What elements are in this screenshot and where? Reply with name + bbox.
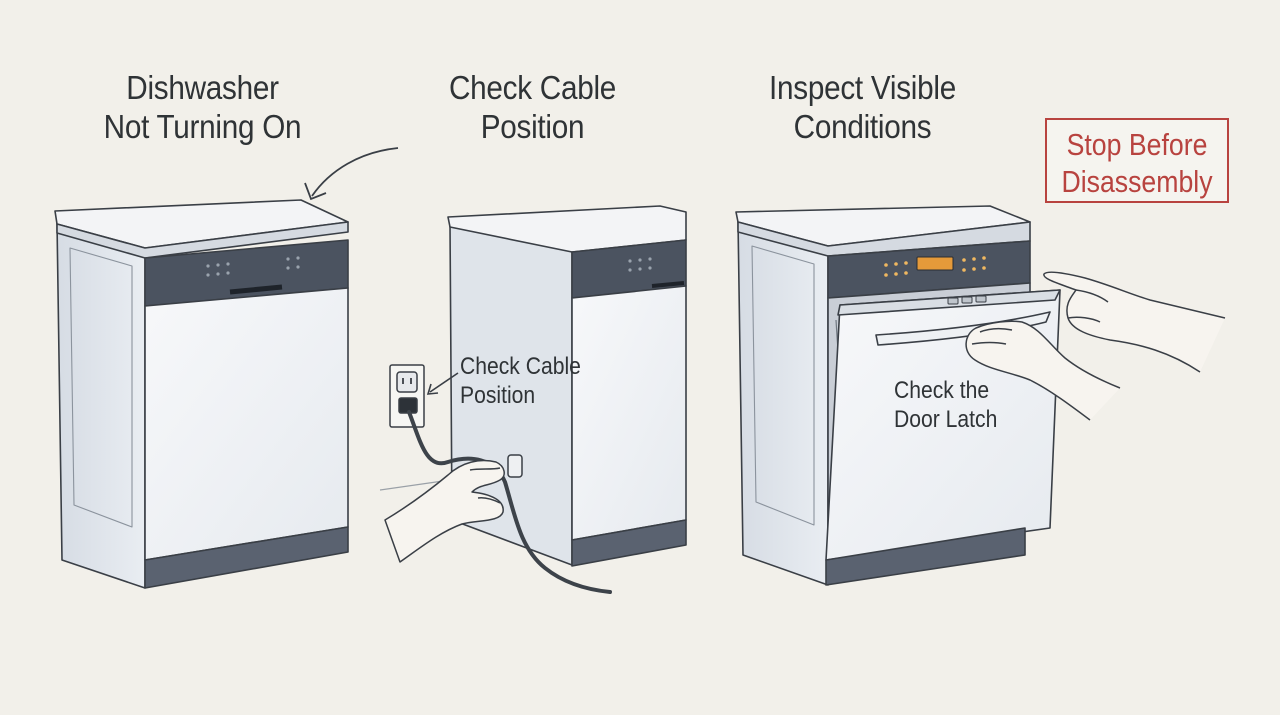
stop-warning-box: Stop Before Disassembly <box>1045 118 1229 203</box>
latch-callout-line1: Check the <box>894 377 990 404</box>
stop-warning-line1: Stop Before <box>1066 127 1208 162</box>
latch-callout-line2: Door Latch <box>894 406 998 433</box>
latch-callout: Check the Door Latch <box>894 376 997 434</box>
step1-heading-line2: Not Turning On <box>103 108 302 145</box>
hand-holding-cable <box>384 459 505 563</box>
kick-plate <box>571 519 687 567</box>
pointer-arrow <box>311 147 399 197</box>
side-panel-inset <box>751 245 815 526</box>
pointing-hand <box>1043 271 1226 373</box>
cable-callout-line2: Position <box>460 382 536 409</box>
dishwasher-door <box>144 287 349 561</box>
cable-arrow <box>429 372 459 393</box>
floor-line <box>379 479 451 491</box>
dishwasher-side-view <box>447 205 687 567</box>
step1-heading-line1: Dishwasher <box>126 69 279 106</box>
side-panel-inset <box>69 247 133 528</box>
power-cable <box>407 410 612 594</box>
digital-display <box>916 256 954 271</box>
dishwasher-door <box>571 285 687 541</box>
dishwasher-front-view <box>54 199 349 589</box>
step2-heading-line1: Check Cable <box>448 69 617 106</box>
wall-outlet <box>389 364 425 428</box>
cable-callout: Check Cable Position <box>460 352 581 410</box>
door-handle <box>229 284 283 295</box>
step3-heading: Inspect Visible Conditions <box>757 68 969 146</box>
step1-heading: Dishwasher Not Turning On <box>92 68 313 146</box>
arrow-head <box>304 182 327 201</box>
step2-heading-line2: Position <box>480 108 585 145</box>
stop-warning-line2: Disassembly <box>1061 164 1213 199</box>
step3-heading-line1: Inspect Visible <box>769 69 956 106</box>
control-buttons <box>206 256 300 277</box>
step2-heading: Check Cable Position <box>431 68 634 146</box>
door-handle <box>875 311 1051 346</box>
control-buttons <box>884 256 986 277</box>
step3-heading-line2: Conditions <box>793 108 932 145</box>
cable-plug <box>507 454 523 478</box>
hand-on-handle <box>965 320 1121 421</box>
dishwasher-top-edge <box>56 221 349 259</box>
kick-plate <box>825 527 1026 586</box>
kick-plate <box>144 526 349 589</box>
door-latch <box>947 295 987 305</box>
control-buttons <box>628 257 652 272</box>
door-handle <box>651 281 685 288</box>
cable-callout-line1: Check Cable <box>460 353 581 380</box>
